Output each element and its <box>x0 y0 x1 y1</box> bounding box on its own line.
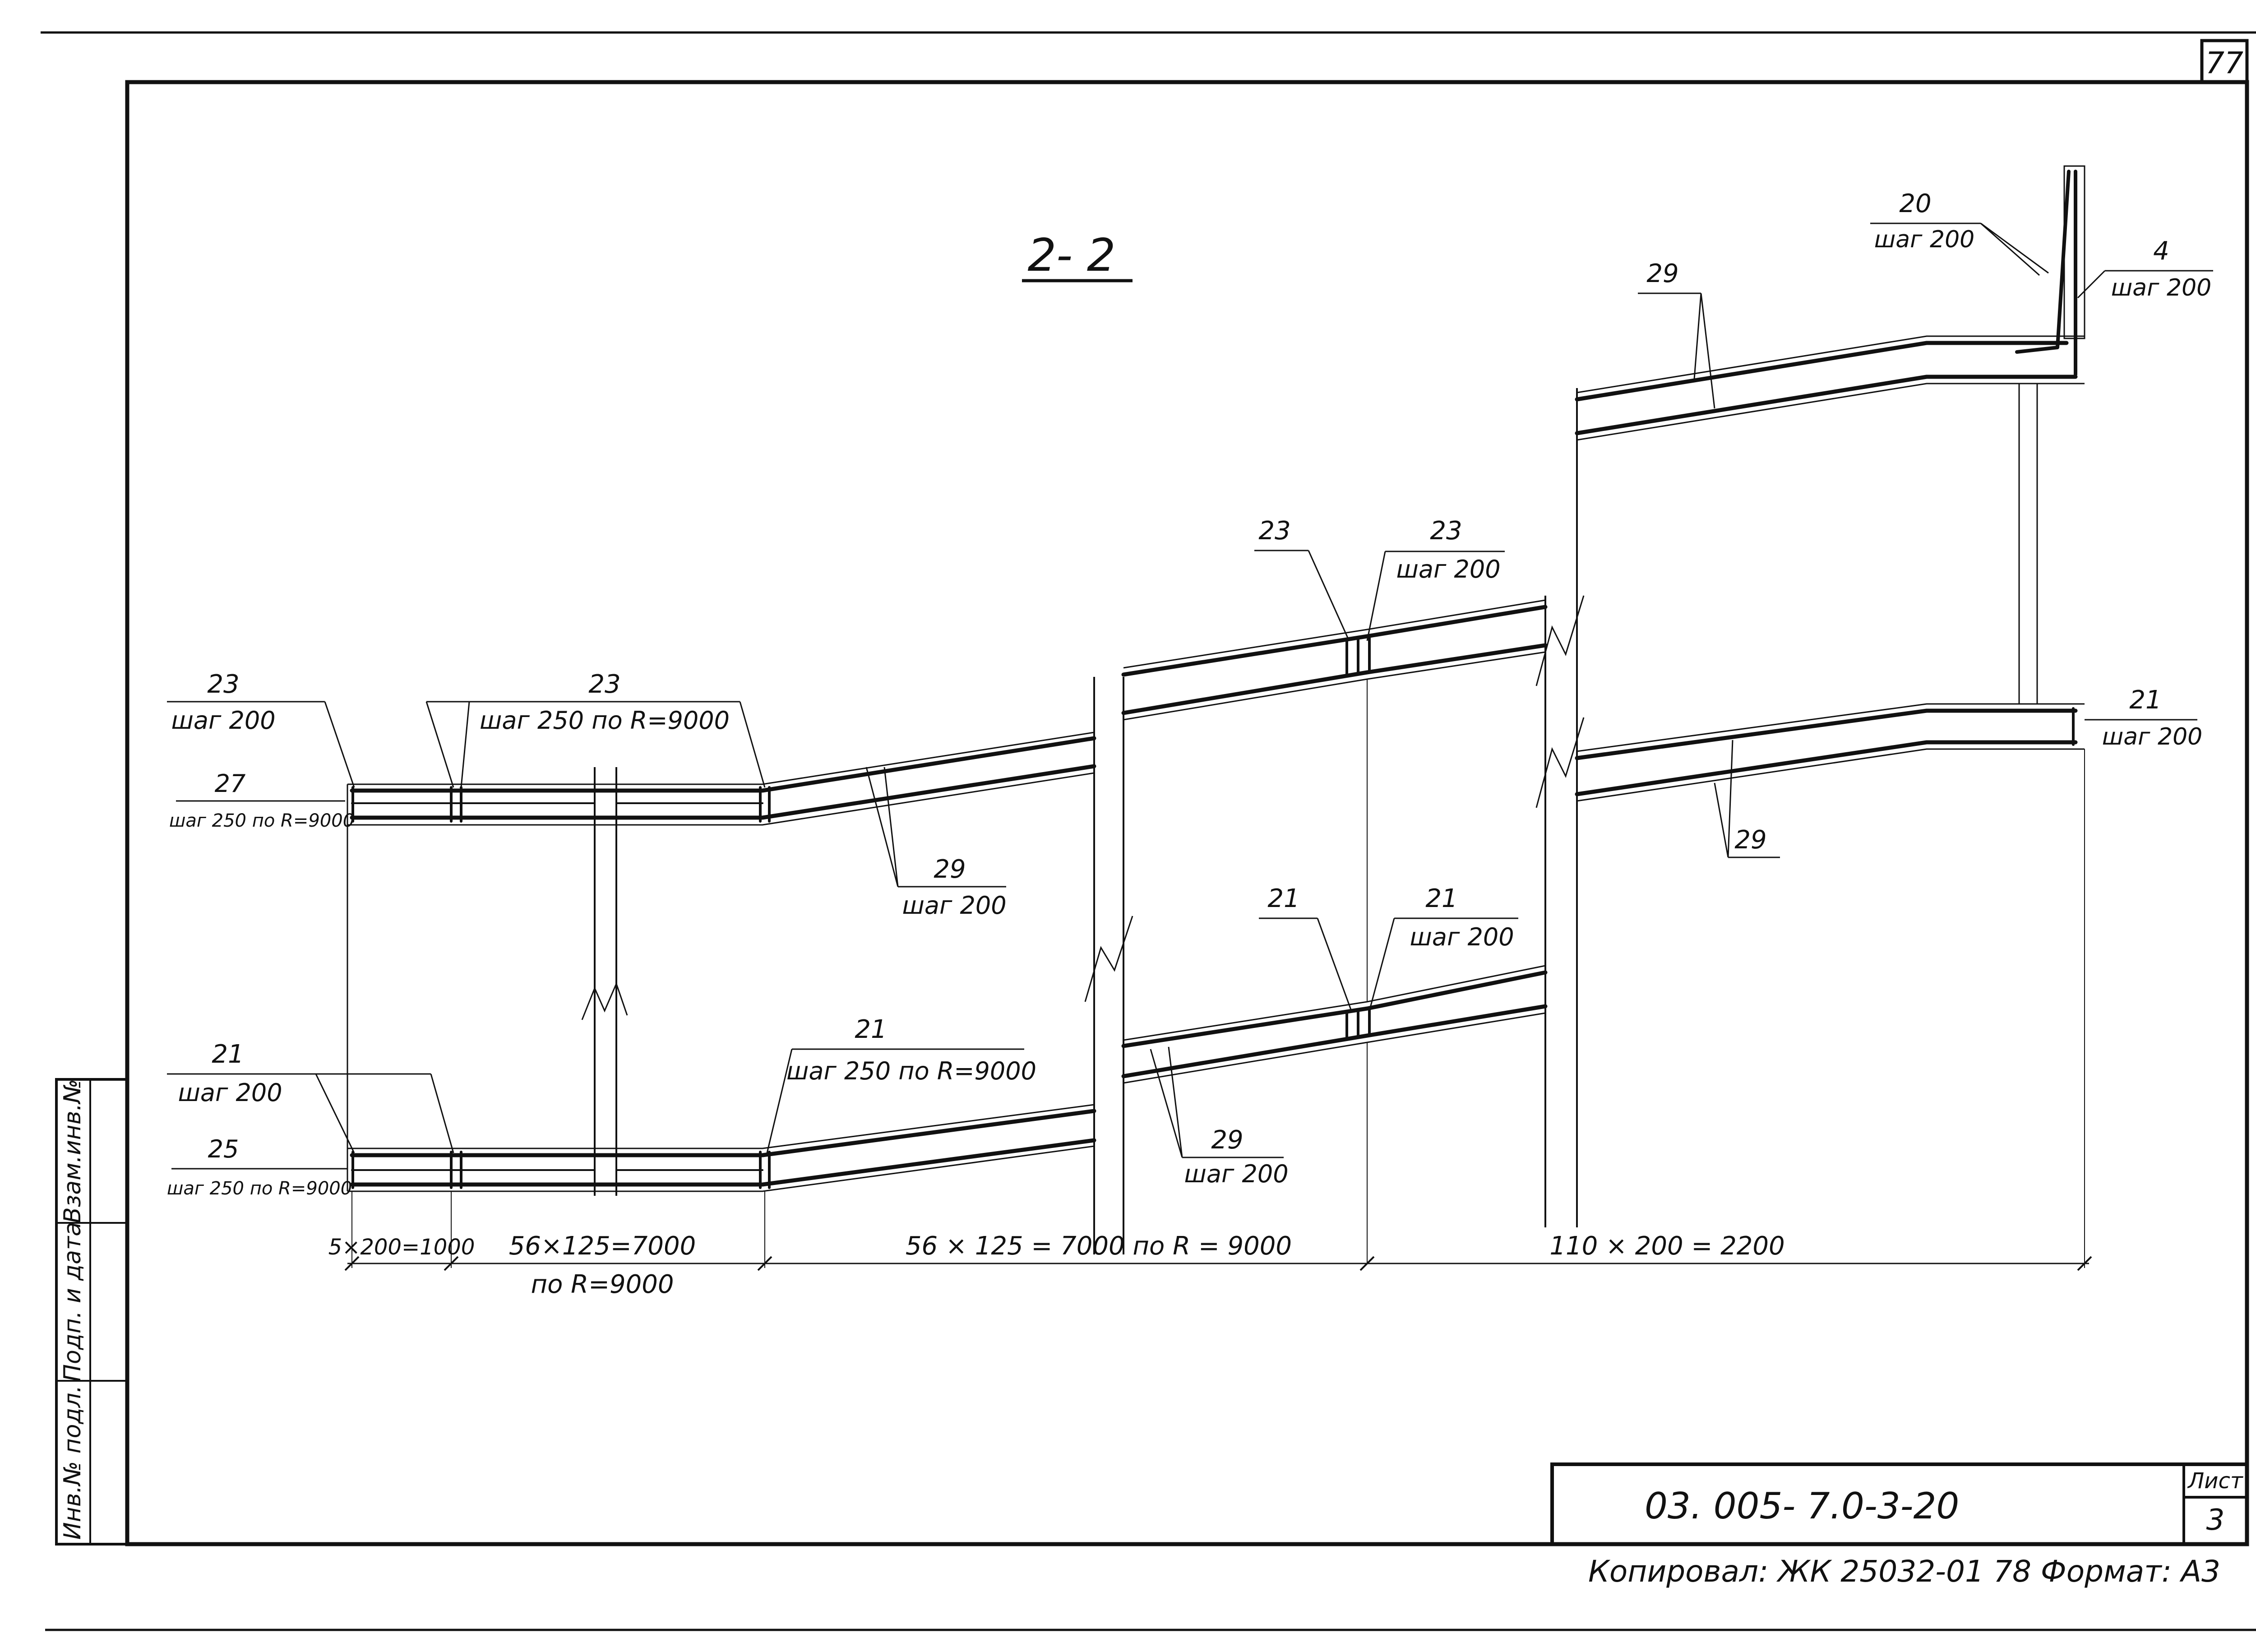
svg-text:шаг 200: шаг 200 <box>2111 274 2212 301</box>
callout-4: 4 шаг 200 <box>2077 236 2213 301</box>
svg-text:29: 29 <box>934 855 966 884</box>
svg-text:шаг 250 по R=9000: шаг 250 по R=9000 <box>480 706 730 735</box>
callout-20: 20 шаг 200 <box>1870 189 2049 276</box>
side-stamp: Инв.№ подл. Подп. и дата Взам.инв.№ <box>55 1078 129 1546</box>
callout-21-left: 21 шаг 200 <box>167 1040 454 1153</box>
drawing-frame <box>125 80 2249 1546</box>
svg-text:шаг 200: шаг 200 <box>178 1078 282 1107</box>
svg-text:23: 23 <box>1258 516 1290 546</box>
svg-text:23: 23 <box>207 670 239 699</box>
stamp-inv-podl: Инв.№ подл. <box>59 1385 86 1540</box>
svg-text:шаг 250 по R=9000: шаг 250 по R=9000 <box>169 810 354 831</box>
dim-4: 110 × 200 = 2200 <box>1549 1231 1784 1261</box>
callout-29-right: 29 <box>1714 740 1780 858</box>
callout-25: 25 шаг 250 по R=9000 <box>167 1135 352 1199</box>
callout-27: 27 шаг 250 по R=9000 <box>169 769 354 831</box>
sheet-number-box <box>2200 39 2249 84</box>
callout-23-b2: 23 шаг 200 <box>1366 516 1505 641</box>
svg-text:шаг 200: шаг 200 <box>1396 555 1500 583</box>
drawing-code: 03. 005- 7.0-3-20 <box>1645 1485 1959 1527</box>
sheet-label: Лист <box>2187 1468 2244 1494</box>
svg-text:21: 21 <box>1267 884 1299 913</box>
section-title-group: 2- 2 <box>1022 229 1133 282</box>
svg-text:шаг 200: шаг 200 <box>1410 923 1514 951</box>
svg-text:21: 21 <box>1425 884 1457 913</box>
svg-text:шаг 200: шаг 200 <box>1184 1160 1288 1188</box>
callout-21-right: 21 шаг 200 <box>2085 685 2202 750</box>
svg-text:29: 29 <box>1646 259 1678 288</box>
svg-text:шаг 200: шаг 200 <box>902 891 1006 920</box>
svg-text:шаг 200: шаг 200 <box>171 706 275 735</box>
svg-text:25: 25 <box>208 1135 239 1163</box>
svg-text:21: 21 <box>855 1015 887 1044</box>
svg-text:шаг 200: шаг 200 <box>2102 723 2203 750</box>
stamp-podp-data: Подп. и дата <box>59 1222 86 1382</box>
sheet-value: 3 <box>2206 1504 2225 1537</box>
slab-outline <box>347 165 2085 1268</box>
sheet-number: 77 <box>2205 46 2243 80</box>
svg-text:4: 4 <box>2153 236 2169 266</box>
callout-21-b2: 21 шаг 200 <box>1368 884 1518 1011</box>
section-title: 2- 2 <box>1027 229 1115 282</box>
svg-text:шаг 200: шаг 200 <box>1874 226 1975 253</box>
callout-29-b: 29 шаг 200 <box>1150 1046 1289 1188</box>
svg-text:шаг 250 по R=9000: шаг 250 по R=9000 <box>167 1178 352 1199</box>
svg-text:21: 21 <box>2129 685 2161 715</box>
callout-21-mid: 21 шаг 250 по R=9000 <box>766 1015 1036 1153</box>
dim-1: 5×200=1000 <box>328 1235 475 1260</box>
svg-text:20: 20 <box>1899 189 1931 218</box>
svg-text:23: 23 <box>1430 516 1462 546</box>
stamp-vzam-inv: Взам.инв.№ <box>59 1079 86 1223</box>
rebar <box>350 170 2078 1189</box>
break-lines <box>581 388 1585 1254</box>
callout-23-mid: 23 шаг 250 по R=9000 <box>425 670 766 788</box>
dimension-chain: 5×200=1000 56×125=7000 по R=9000 56 × 12… <box>328 1191 2092 1299</box>
dim-2: 56×125=7000 <box>509 1231 696 1261</box>
svg-text:29: 29 <box>1211 1125 1243 1155</box>
callout-29-a: 29 шаг 200 <box>865 767 1007 920</box>
callout-21-b1: 21 <box>1259 884 1352 1011</box>
copy-footer: Копировал: ЖК 25032-01 78 Формат: А3 <box>1588 1554 2220 1589</box>
callout-29-top: 29 <box>1638 259 1715 409</box>
dim-2b: по R=9000 <box>531 1270 674 1299</box>
title-block: 03. 005- 7.0-3-20 Лист 3 Копировал: ЖК 2… <box>1550 1462 2249 1589</box>
svg-text:23: 23 <box>588 670 620 699</box>
svg-text:27: 27 <box>215 769 246 798</box>
callout-23-b1: 23 <box>1254 516 1350 641</box>
svg-text:29: 29 <box>1734 825 1766 855</box>
svg-text:шаг 250 по R=9000: шаг 250 по R=9000 <box>786 1057 1036 1085</box>
callout-23-left: 23 шаг 200 <box>167 670 355 788</box>
svg-text:21: 21 <box>212 1040 244 1069</box>
dim-3: 56 × 125 = 7000 по R = 9000 <box>906 1231 1292 1261</box>
